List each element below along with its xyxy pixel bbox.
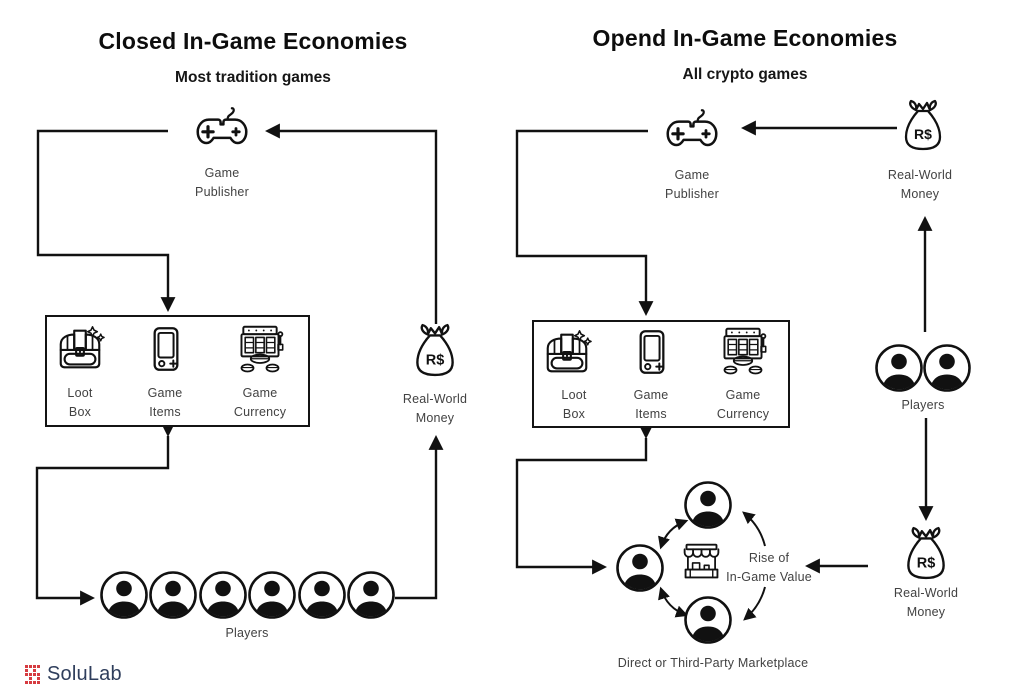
right-gamecurrency-label: Game Currency [716, 388, 770, 421]
money-bag-icon [899, 98, 947, 152]
money-bag-icon [901, 525, 951, 581]
curve-right-down [743, 586, 766, 621]
player-avatar-icon [683, 480, 733, 530]
arrow-publisher-to-box [36, 129, 176, 312]
treasure-chest-icon [54, 324, 106, 374]
player-avatar-icon [99, 570, 149, 620]
left-subtitle: Most tradition games [175, 69, 331, 86]
right-bottom-money-label: Real-World Money [893, 586, 959, 619]
player-avatar-icon [148, 570, 198, 620]
right-players-label: Players [901, 398, 945, 412]
left-money-label: Real-World Money [402, 392, 468, 425]
right-gameitems-label: Game Items [633, 388, 669, 421]
player-avatar-icon [874, 343, 924, 393]
right-publisher-label: Game Publisher [665, 168, 719, 201]
player-avatar-icon [198, 570, 248, 620]
cycle-label: Rise of In-Game Value [726, 551, 812, 584]
arrow-players-to-money [395, 435, 444, 600]
left-lootbox-label: Loot Box [67, 386, 93, 419]
left-title: Closed In-Game Economies [98, 28, 408, 54]
gamepad-icon [664, 108, 720, 154]
left-players-label: Players [225, 626, 269, 640]
player-avatar-icon [683, 595, 733, 645]
left-gamecurrency-label: Game Currency [233, 386, 287, 419]
left-publisher-label: Game Publisher [195, 166, 249, 199]
slot-machine-icon [716, 326, 770, 376]
player-avatar-icon [247, 570, 297, 620]
player-avatar-icon [922, 343, 972, 393]
handheld-console-icon [635, 328, 669, 376]
money-bag-icon [410, 322, 460, 378]
curve-right-up [742, 511, 766, 547]
solulab-logo-text: SoluLab [47, 663, 122, 685]
arrow-money-to-publisher [265, 123, 438, 324]
right-title: Opend In-Game Economies [592, 25, 898, 51]
right-lootbox-label: Loot Box [561, 388, 587, 421]
player-avatar-icon [346, 570, 396, 620]
right-subtitle: All crypto games [682, 66, 808, 83]
player-avatar-icon [297, 570, 347, 620]
player-avatar-icon [615, 543, 665, 593]
arrow-publisher-to-box [515, 129, 654, 316]
slot-machine-icon [233, 324, 287, 374]
gamepad-icon [194, 106, 250, 152]
treasure-chest-icon [541, 328, 593, 378]
solulab-mark-icon [25, 665, 41, 685]
marketplace-label: Direct or Third-Party Marketplace [617, 656, 809, 670]
right-top-money-label: Real-World Money [887, 168, 953, 201]
left-gameitems-label: Game Items [147, 386, 183, 419]
handheld-console-icon [149, 325, 183, 373]
